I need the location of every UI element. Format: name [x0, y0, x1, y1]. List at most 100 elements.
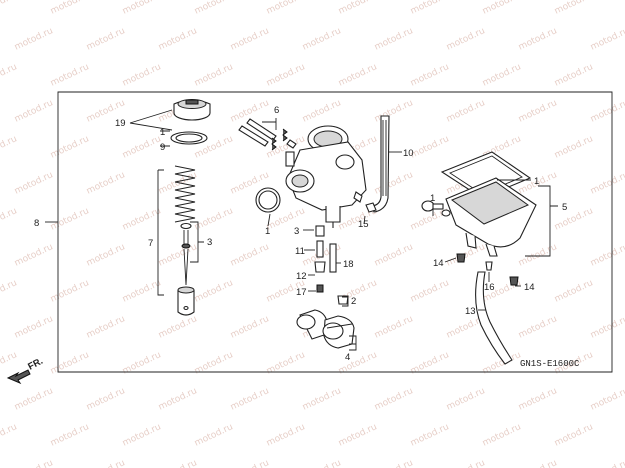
watermark-text: motod.ru [13, 26, 55, 53]
watermark-text: motod.ru [13, 242, 55, 269]
watermark-text: motod.ru [121, 62, 163, 89]
watermark-text: motod.ru [553, 278, 595, 305]
watermark-text: motod.ru [445, 458, 487, 468]
watermark-text: motod.ru [13, 314, 55, 341]
watermark-text: motod.ru [409, 0, 451, 17]
watermark-text: motod.ru [517, 98, 559, 125]
float-chamber-bowl [445, 177, 537, 257]
watermark-text: motod.ru [49, 62, 91, 89]
watermark-text: motod.ru [193, 62, 235, 89]
bowl-screws [456, 253, 519, 286]
callout-5: 5 [562, 202, 567, 213]
watermark-text: motod.ru [229, 386, 271, 413]
drain-tube [475, 271, 513, 365]
watermark-text: motod.ru [0, 0, 19, 17]
watermark-text: motod.ru [157, 386, 199, 413]
watermark-text: motod.ru [49, 134, 91, 161]
callout-4: 4 [345, 352, 350, 363]
callout-14-right: 14 [524, 282, 535, 293]
watermark-text: motod.ru [409, 350, 451, 377]
watermark-text: motod.ru [373, 26, 415, 53]
watermark-text: motod.ru [229, 314, 271, 341]
watermark-text: motod.ru [49, 206, 91, 233]
watermark-text: motod.ru [265, 350, 307, 377]
watermark-text: motod.ru [193, 278, 235, 305]
watermark-text: motod.ru [589, 26, 625, 53]
watermark-text: motod.ru [0, 134, 19, 161]
assembly-frame [57, 91, 613, 373]
callout-1-drain: 1 [430, 193, 435, 204]
watermark-text: motod.ru [301, 386, 343, 413]
callout-11: 11 [295, 246, 305, 257]
callout-16: 16 [484, 282, 495, 293]
watermark-text: motod.ru [229, 458, 271, 468]
callout-1-bowl: 1 [534, 176, 539, 187]
watermark-text: motod.ru [445, 98, 487, 125]
callout-9: 9 [160, 142, 165, 153]
watermark-text: motod.ru [553, 0, 595, 17]
watermark-text: motod.ru [337, 350, 379, 377]
watermark-text: motod.ru [445, 386, 487, 413]
callout-18: 18 [343, 259, 354, 270]
carburetor-body [285, 125, 367, 228]
watermark-text: motod.ru [337, 62, 379, 89]
watermark-text: motod.ru [517, 386, 559, 413]
watermark-text: motod.ru [517, 242, 559, 269]
callout-12: 12 [296, 271, 307, 282]
callout-15: 15 [358, 219, 369, 230]
watermark-text: motod.ru [589, 170, 625, 197]
watermark-text: motod.ru [0, 422, 19, 449]
drain-screw-and-washer [421, 200, 451, 217]
watermark-text: motod.ru [589, 242, 625, 269]
callout-8: 8 [34, 218, 39, 229]
needle-clip-and-jet-needle [180, 222, 192, 286]
callout-3-left: 3 [207, 237, 212, 248]
watermark-text: motod.ru [481, 62, 523, 89]
watermark-text: motod.ru [337, 422, 379, 449]
callout-6: 6 [274, 105, 279, 116]
watermark-text: motod.ru [157, 26, 199, 53]
watermark-text: motod.ru [481, 0, 523, 17]
watermark-text: motod.ru [409, 134, 451, 161]
watermark-text: motod.ru [229, 242, 271, 269]
watermark-text: motod.ru [517, 26, 559, 53]
watermark-text: motod.ru [0, 278, 19, 305]
watermark-text: motod.ru [49, 278, 91, 305]
watermark-text: motod.ru [49, 422, 91, 449]
watermark-text: motod.ru [85, 242, 127, 269]
front-direction-arrow [6, 369, 31, 385]
watermark-text: motod.ru [157, 458, 199, 468]
watermark-text: motod.ru [409, 278, 451, 305]
watermark-text: motod.ru [553, 422, 595, 449]
callout-13: 13 [465, 306, 476, 317]
callout-1-top: 1 [160, 127, 165, 138]
watermark-text: motod.ru [0, 350, 19, 377]
watermark-text: motod.ru [553, 62, 595, 89]
watermark-text: motod.ru [121, 422, 163, 449]
callout-19: 19 [115, 118, 126, 129]
watermark-text: motod.ru [553, 206, 595, 233]
watermark-text: motod.ru [301, 98, 343, 125]
watermark-text: motod.ru [13, 386, 55, 413]
callout-1-oring: 1 [265, 226, 270, 237]
watermark-text: motod.ru [589, 386, 625, 413]
watermark-text: motod.ru [13, 98, 55, 125]
float-and-pin [296, 295, 355, 349]
cap-o-ring [170, 131, 208, 145]
watermark-text: motod.ru [85, 26, 127, 53]
watermark-text: motod.ru [49, 350, 91, 377]
float-bowl-gasket-o-ring [255, 187, 281, 213]
watermark-text: motod.ru [85, 458, 127, 468]
top-cap [173, 99, 211, 121]
watermark-text: motod.ru [121, 206, 163, 233]
watermark-text: motod.ru [517, 458, 559, 468]
watermark-text: motod.ru [13, 170, 55, 197]
watermark-text: motod.ru [481, 422, 523, 449]
watermark-text: motod.ru [373, 242, 415, 269]
watermark-text: motod.ru [265, 0, 307, 17]
front-direction-label: FR. [26, 356, 45, 373]
throttle-slide [177, 286, 195, 316]
watermark-text: motod.ru [121, 278, 163, 305]
main-jet-stack [314, 225, 337, 293]
